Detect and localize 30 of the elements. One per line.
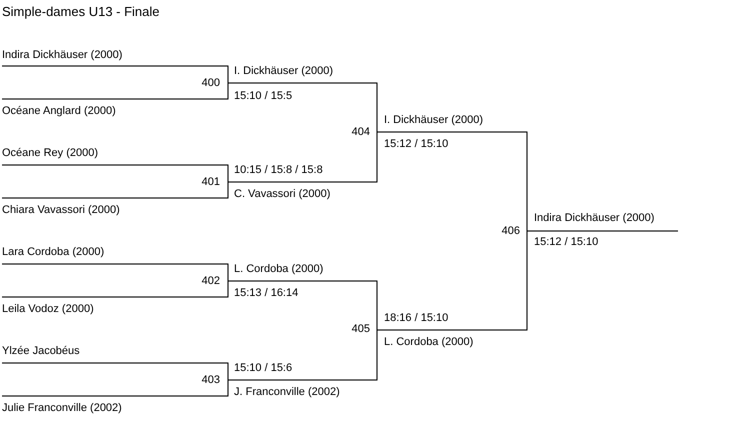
winner-name: L. Cordoba (2000) (234, 263, 324, 276)
player-name: Océane Anglard (2000) (2, 105, 116, 118)
match-number: 402 (202, 275, 220, 288)
player-name: Indira Dickhäuser (2000) (2, 49, 122, 62)
match-score: 15:12 / 15:10 (534, 236, 598, 249)
match-score: 15:13 / 16:14 (234, 287, 298, 300)
winner-name: L. Cordoba (2000) (384, 336, 474, 349)
match-number: 405 (352, 323, 370, 336)
player-name: Julie Franconville (2002) (2, 402, 122, 415)
match-number: 406 (502, 225, 520, 238)
player-name: Ylzée Jacobéus (2, 345, 80, 358)
match-number: 403 (202, 374, 220, 387)
winner-name: I. Dickhäuser (2000) (234, 65, 334, 78)
match-score: 15:12 / 15:10 (384, 138, 448, 151)
player-name: Océane Rey (2000) (2, 147, 98, 160)
match-number: 401 (202, 176, 220, 189)
match-number: 400 (202, 77, 220, 90)
winner-name: C. Vavassori (2000) (234, 188, 330, 201)
match-score: 18:16 / 15:10 (384, 312, 448, 325)
player-name: Chiara Vavassori (2000) (2, 204, 120, 217)
winner-name: Indira Dickhäuser (2000) (534, 212, 654, 225)
winner-name: I. Dickhäuser (2000) (384, 114, 484, 127)
title: Simple-dames U13 - Finale (2, 4, 160, 19)
match-score: 15:10 / 15:5 (234, 90, 292, 103)
winner-name: J. Franconville (2002) (234, 386, 340, 399)
match-score: 15:10 / 15:6 (234, 362, 292, 375)
player-name: Lara Cordoba (2000) (2, 246, 104, 259)
match-number: 404 (352, 126, 370, 139)
match-score: 10:15 / 15:8 / 15:8 (234, 164, 323, 177)
player-name: Leila Vodoz (2000) (2, 303, 94, 316)
